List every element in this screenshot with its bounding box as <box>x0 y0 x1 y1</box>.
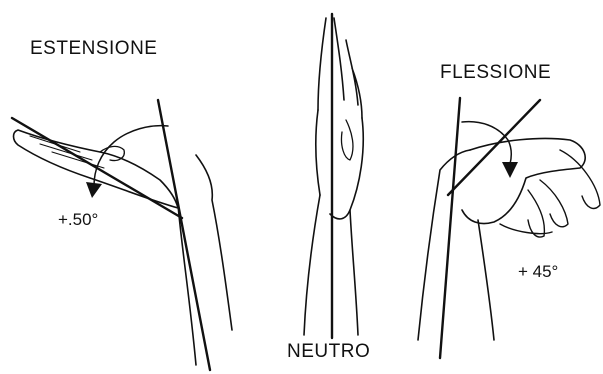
extension-finger-lines <box>30 136 104 168</box>
extension-angle-label: +.50° <box>58 210 98 230</box>
neutral-hand-outline <box>316 110 363 219</box>
flexion-forearm-outline <box>418 150 494 340</box>
extension-arrow-head-icon <box>86 182 102 198</box>
flexion-figure <box>418 98 600 358</box>
extension-label: ESTENSIONE <box>30 38 157 60</box>
extension-reference-line <box>158 100 210 370</box>
flexion-angle-label: + 45° <box>518 262 558 282</box>
extension-forearm-outline <box>178 155 232 365</box>
neutral-figure <box>304 14 363 338</box>
neutral-fingers-outline <box>318 18 362 118</box>
flexion-label: FLESSIONE <box>440 62 551 84</box>
flexion-angle-arc <box>462 122 511 164</box>
neutral-thumb-outline <box>341 120 352 160</box>
neutral-label: NEUTRO <box>287 341 370 363</box>
flexion-reference-line <box>440 98 460 358</box>
flexion-arrow-head-icon <box>502 162 518 178</box>
extension-figure <box>12 100 232 370</box>
flexion-hand-axis-line <box>448 100 540 195</box>
flexion-hand-outline <box>462 138 585 223</box>
